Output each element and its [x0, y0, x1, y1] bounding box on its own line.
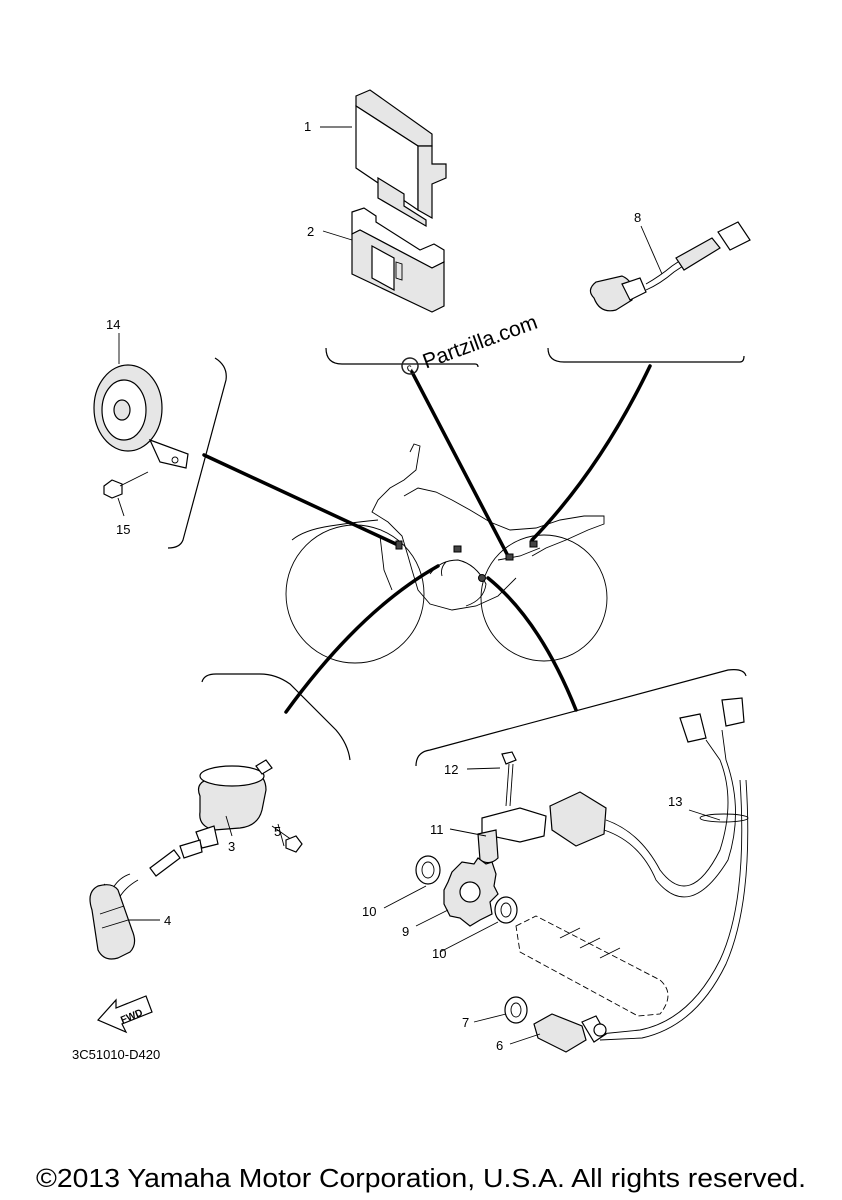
callout-5: 5 [274, 824, 281, 839]
crankshaft-end [515, 915, 669, 1017]
washer-a [415, 855, 441, 885]
callout-10-upper: 10 [362, 904, 376, 919]
bracket-top-left [325, 347, 479, 368]
washer-b-hole [500, 902, 512, 918]
horn-bolt [103, 471, 149, 499]
callout-14: 14 [106, 317, 120, 332]
bracket-bottom-left [201, 673, 351, 761]
callout-7: 7 [462, 1015, 469, 1030]
sensor-harness [549, 697, 749, 1041]
plug-cap [89, 849, 181, 960]
bracket-top-right [547, 347, 745, 363]
callout-15: 15 [116, 522, 130, 537]
diagram-code: 3C51010-D420 [72, 1047, 160, 1062]
bracket-left [167, 357, 227, 549]
lean-sensor [589, 221, 751, 312]
callout-9: 9 [402, 924, 409, 939]
callout-leaders [117, 126, 721, 1045]
callout-4: 4 [164, 913, 171, 928]
ecu-unit [355, 89, 447, 228]
neutral-switch [533, 1013, 607, 1053]
horn [93, 364, 189, 469]
gasket-washer-hole [510, 1002, 522, 1018]
gasket-washer [504, 996, 528, 1024]
ignition-coil [179, 759, 273, 859]
callout-6: 6 [496, 1038, 503, 1053]
fwd-arrow [96, 995, 153, 1034]
callout-13: 13 [668, 794, 682, 809]
washer-b [494, 896, 518, 924]
pickup-rotor [443, 857, 499, 927]
leader-coil-group [284, 564, 440, 714]
callout-3: 3 [228, 839, 235, 854]
crank-sensor [477, 751, 547, 864]
watermark-text: Partzilla.com [420, 311, 541, 374]
callout-8: 8 [634, 210, 641, 225]
callout-10-lower: 10 [432, 946, 446, 961]
callout-12: 12 [444, 762, 458, 777]
motorcycle-outline [285, 443, 608, 664]
washer-a-hole [421, 861, 435, 879]
callout-1: 1 [304, 119, 311, 134]
leader-switch-group [530, 364, 652, 542]
watermark-c-glyph: c [405, 362, 415, 375]
callout-2: 2 [307, 224, 314, 239]
bracket-bottom-right [415, 669, 747, 767]
callout-11: 11 [430, 822, 444, 837]
leader-sensor-group [486, 576, 578, 712]
copyright-notice: ©2013 Yamaha Motor Corporation, U.S.A. A… [36, 1165, 806, 1193]
ecu-bracket [351, 207, 445, 313]
leader-ecu-group [410, 370, 510, 558]
leader-horn-group [202, 453, 400, 547]
coil-bolt [271, 825, 303, 853]
watermark: c Partzilla.com [401, 311, 541, 375]
